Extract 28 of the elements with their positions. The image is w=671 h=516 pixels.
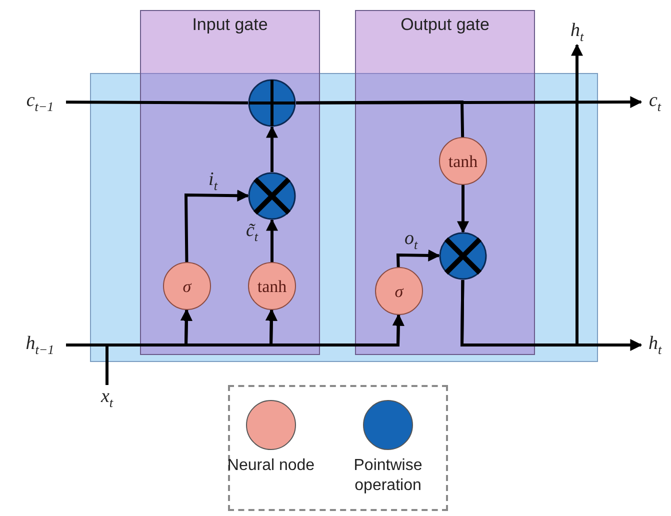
pointwise-multiply-circle (248, 172, 296, 220)
edge-label: i$_{t}$ (208, 170, 218, 192)
variable-label: h$_{t}$ (570, 21, 584, 43)
gate-label: Input gate (191, 15, 269, 36)
pointwise-add-circle (248, 79, 296, 127)
arrow (184, 190, 250, 262)
arrow (460, 44, 583, 346)
variable-label: c$_{t}$ (648, 91, 662, 113)
arrow (457, 185, 469, 234)
legend-label: Neural node (226, 456, 316, 476)
gate-box (355, 10, 535, 355)
arrow (396, 249, 440, 268)
legend-label: Pointwise operation (352, 456, 424, 496)
edge-label: o$_{t}$ (404, 229, 418, 251)
activation-label: tanh (448, 152, 478, 170)
pointwise-multiply-circle (439, 232, 487, 280)
variable-label: h$_{t−1}$ (26, 334, 54, 356)
activation-label: tanh (257, 278, 287, 294)
variable-label: x$_{t}$ (100, 387, 114, 409)
gate-box (140, 10, 320, 355)
arrow (266, 126, 278, 172)
arrow (266, 218, 278, 262)
variable-label: h$_{t}$ (648, 334, 662, 356)
edge-label: c̃$_{t}$ (246, 221, 258, 243)
variable-label: c$_{t−1}$ (26, 91, 54, 113)
activation-label: σ (394, 282, 404, 300)
activation-label: σ (182, 278, 192, 294)
gate-label: Output gate (400, 15, 490, 36)
